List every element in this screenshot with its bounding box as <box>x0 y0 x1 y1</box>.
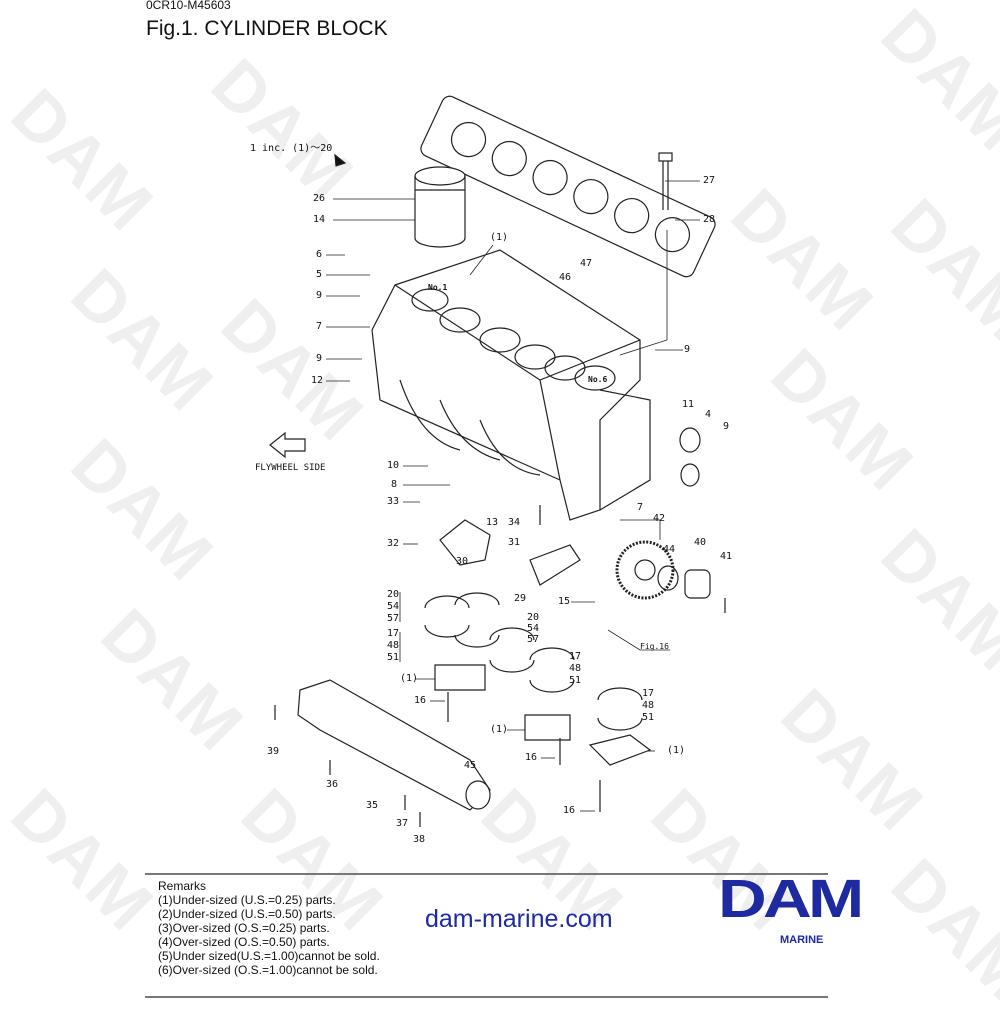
callout-16: 16 <box>525 752 538 763</box>
callout-41: 41 <box>720 551 733 562</box>
callout-13: 13 <box>486 517 499 528</box>
callout-14: 14 <box>313 214 326 225</box>
dam-logo-subtitle: MARINE <box>780 934 824 946</box>
callout-29: 29 <box>514 593 527 604</box>
callout-9: 9 <box>684 344 691 355</box>
callout-37: 37 <box>396 818 409 829</box>
remark-item: (2)Under-sized (U.S.=0.50) parts. <box>158 907 336 921</box>
callout-4: 4 <box>705 409 712 420</box>
callout-group-20-54-57: 20 54 57 <box>387 589 400 624</box>
small-bolts <box>274 505 726 827</box>
website-watermark: dam-marine.com <box>425 905 613 933</box>
head-bolt <box>658 152 673 210</box>
callout-group-20-54-57: 20 54 57 <box>527 612 540 645</box>
callout-5: 5 <box>316 269 323 280</box>
callout-size-1: (1) <box>400 673 419 684</box>
idler-gear <box>615 540 675 600</box>
callout-size-1: (1) <box>490 232 509 243</box>
callout-15: 15 <box>558 596 571 607</box>
callout-group-17-48-51: 17 48 51 <box>387 628 400 663</box>
callout-9: 9 <box>316 353 323 364</box>
callout-31: 31 <box>508 537 521 548</box>
divider-top <box>145 873 828 875</box>
callout-30: 30 <box>456 556 469 567</box>
callout-39: 39 <box>267 746 280 757</box>
callout-45: 45 <box>464 760 477 771</box>
remark-item: (6)Over-sized (O.S.=1.00)cannot be sold. <box>158 963 378 977</box>
callout-6: 6 <box>316 249 323 260</box>
remark-item: (4)Over-sized (O.S.=0.50) parts. <box>158 935 330 949</box>
callout-32: 32 <box>387 538 400 549</box>
cylinder-no6-label: No.6 <box>588 375 608 384</box>
head-gasket <box>420 95 716 278</box>
document-code: 0CR10-M45603 <box>146 0 231 12</box>
direction-arrow <box>334 153 347 167</box>
callout-28: 28 <box>703 214 716 225</box>
remarks: Remarks (1)Under-sized (U.S.=0.25) parts… <box>158 879 380 977</box>
bushing <box>657 427 711 599</box>
cylinder-block <box>371 249 651 521</box>
callout-34: 34 <box>508 517 521 528</box>
callout-group-17-48-51: 17 48 51 <box>569 651 582 686</box>
callout-46: 46 <box>559 272 572 283</box>
oil-cooler-cover <box>297 679 491 811</box>
callout-10: 10 <box>387 460 400 471</box>
dam-logo: DAM <box>718 869 864 929</box>
flywheel-side-label: FLYWHEEL SIDE <box>255 463 326 473</box>
callout-27: 27 <box>703 175 716 186</box>
callout-40: 40 <box>694 537 707 548</box>
callout-44: 44 <box>663 544 676 555</box>
callout-26: 26 <box>313 193 326 204</box>
remarks-heading: Remarks <box>158 879 207 893</box>
callout-33: 33 <box>387 496 400 507</box>
main-bearings <box>424 592 643 731</box>
callout-7: 7 <box>637 502 644 513</box>
note-includes: 1 inc. (1)～20 <box>250 143 333 154</box>
cap-bolts <box>447 692 601 812</box>
callout-8: 8 <box>391 479 398 490</box>
callout-11: 11 <box>682 399 695 410</box>
remark-item: (3)Over-sized (O.S.=0.25) parts. <box>158 921 330 935</box>
figure-title: Fig.1. CYLINDER BLOCK <box>146 17 388 40</box>
callout-16: 16 <box>563 805 576 816</box>
cylinder-liner <box>414 166 466 248</box>
callout-36: 36 <box>326 779 339 790</box>
callout-47: 47 <box>580 258 593 269</box>
callout-7: 7 <box>316 321 323 332</box>
callout-9: 9 <box>316 290 323 301</box>
remark-item: (1)Under-sized (U.S.=0.25) parts. <box>158 893 336 907</box>
callout-35: 35 <box>366 800 379 811</box>
callout-16: 16 <box>414 695 427 706</box>
callout-group-17-48-51: 17 48 51 <box>642 688 655 723</box>
callout-42: 42 <box>653 513 666 524</box>
flywheel-arrow <box>269 431 306 459</box>
callout-38: 38 <box>413 834 426 845</box>
bearing-caps <box>434 519 652 766</box>
callout-size-1: (1) <box>667 745 686 756</box>
cylinder-no1-label: No.1 <box>428 283 448 292</box>
fig16-reference: Fig.16 <box>640 642 669 651</box>
remark-item: (5)Under sized(U.S.=1.00)cannot be sold. <box>158 949 380 963</box>
divider-bottom <box>145 996 828 998</box>
callout-size-1: (1) <box>490 724 509 735</box>
callout-12: 12 <box>311 375 324 386</box>
callout-9: 9 <box>723 421 730 432</box>
